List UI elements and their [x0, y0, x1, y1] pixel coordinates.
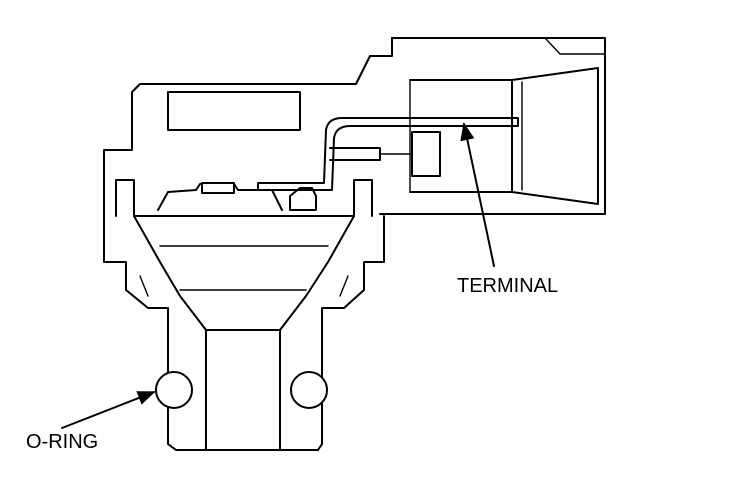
- connector-housing: [103, 37, 606, 217]
- o-ring-left: [155, 371, 193, 409]
- sensor-body: [103, 179, 385, 451]
- o-ring-label: O-RING: [26, 431, 98, 453]
- terminal-pin: [257, 117, 519, 191]
- sensor-element: [157, 182, 317, 211]
- o-ring-right: [290, 371, 328, 409]
- o-ring-leader-arrow: [61, 391, 156, 429]
- terminal-label: TERMINAL: [457, 275, 558, 297]
- terminal-leader-arrow: [460, 122, 495, 267]
